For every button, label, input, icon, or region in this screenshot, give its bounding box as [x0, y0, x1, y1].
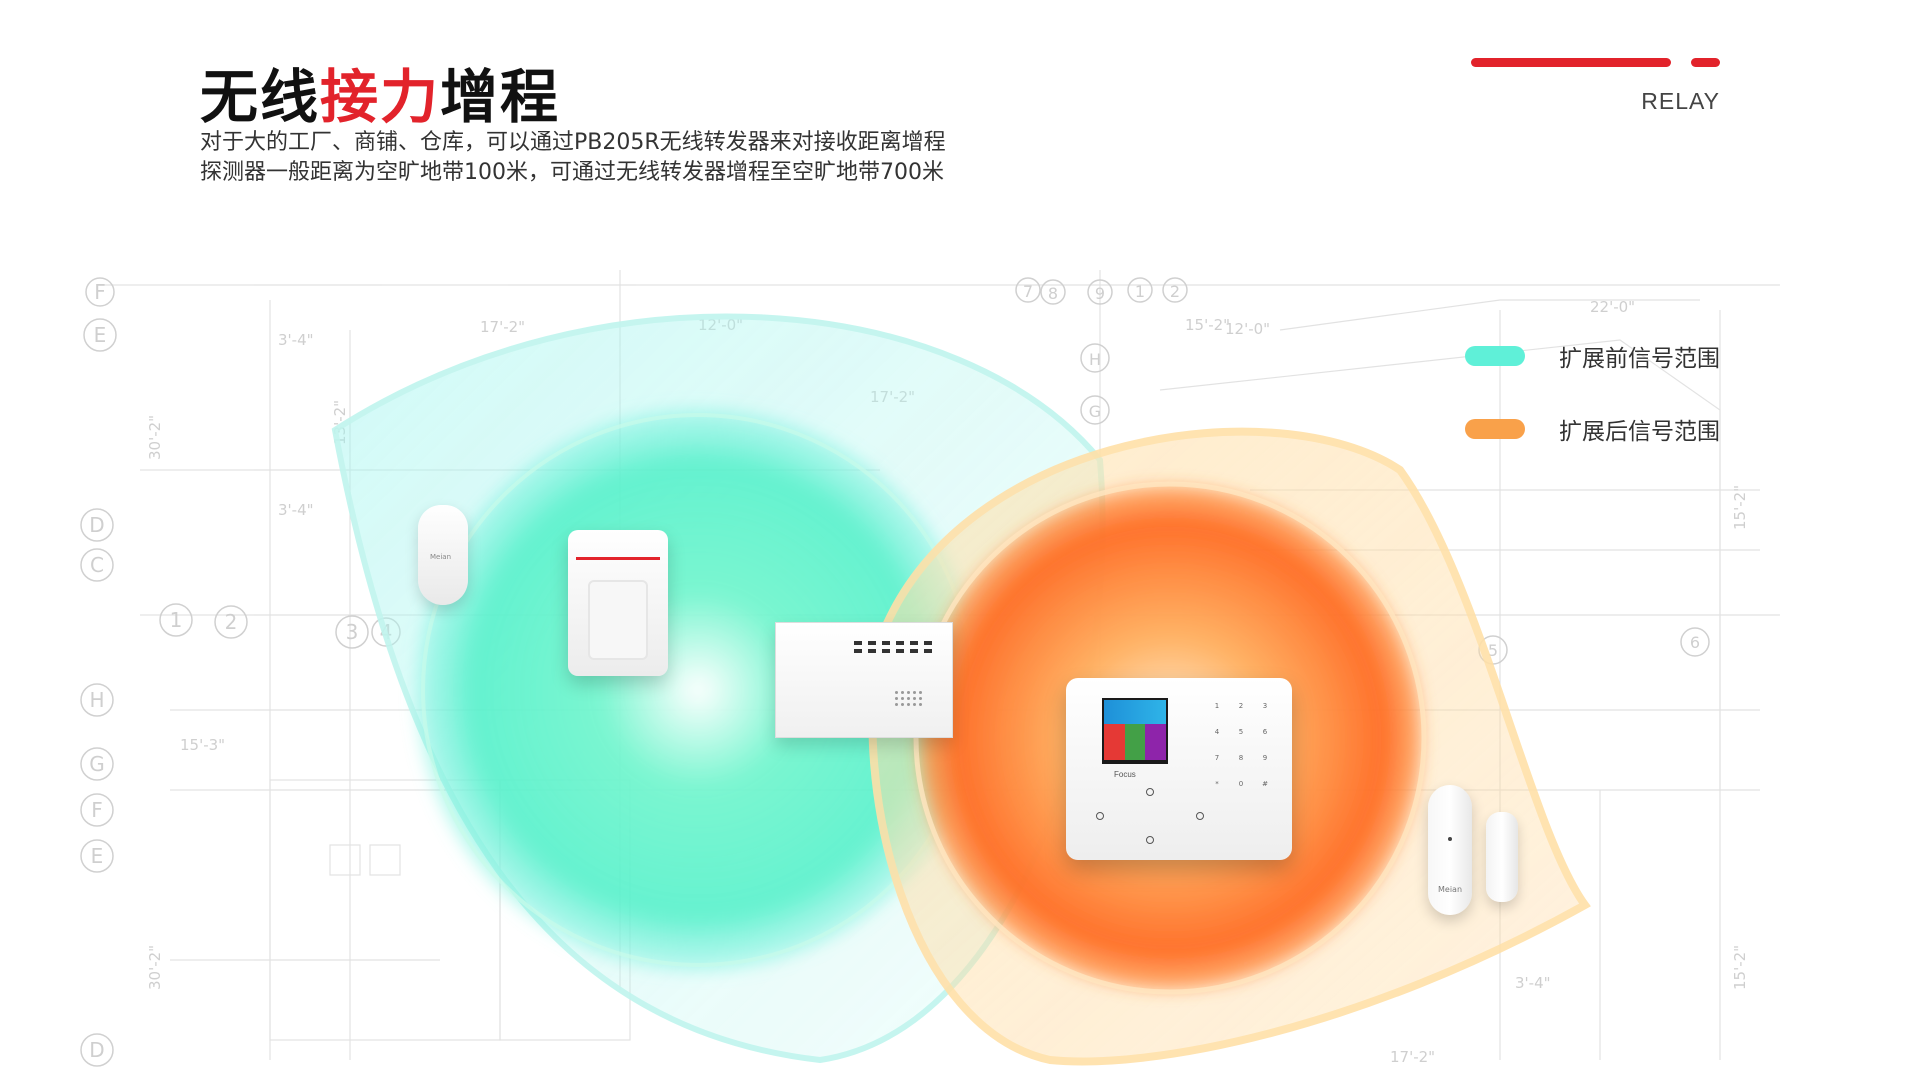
svg-text:22'-0": 22'-0": [1590, 298, 1635, 316]
svg-text:5: 5: [1488, 641, 1498, 660]
panel-nav-icons: [1096, 788, 1206, 844]
svg-text:3'-4": 3'-4": [278, 331, 314, 349]
description-line-1: 对于大的工厂、商铺、仓库，可以通过PB205R无线转发器来对接收距离增程: [200, 130, 946, 155]
svg-text:2: 2: [1170, 282, 1180, 301]
decor-bar-short: [1691, 58, 1720, 67]
pir-sensor-small: Meian: [418, 505, 468, 605]
pir-indicator-line: [576, 557, 660, 560]
svg-text:H: H: [1089, 350, 1101, 369]
key: 9: [1262, 754, 1268, 762]
panel-screen: [1102, 698, 1168, 764]
description-line-2: 探测器一般距离为空旷地带100米，可通过无线转发器增程至空旷地带700米: [200, 160, 944, 185]
svg-text:15'-2": 15'-2": [1731, 485, 1749, 530]
panel-brand: Focus: [1114, 770, 1136, 779]
legend-label-after: 扩展后信号范围: [1559, 419, 1720, 445]
key: 4: [1214, 728, 1220, 736]
key: 1: [1214, 702, 1220, 710]
svg-text:30'-2": 30'-2": [146, 415, 164, 460]
legend-item-after: 扩展后信号范围: [1465, 411, 1720, 447]
key: *: [1215, 780, 1219, 788]
svg-text:8: 8: [1048, 284, 1058, 303]
relay-led-row: [854, 641, 932, 653]
svg-text:15'-2": 15'-2": [1731, 945, 1749, 990]
legend: 扩展前信号范围 扩展后信号范围: [1465, 338, 1720, 484]
svg-text:C: C: [90, 553, 104, 577]
svg-text:15'-3": 15'-3": [180, 736, 225, 754]
svg-text:D: D: [89, 513, 104, 537]
door-sensor-magnet: [1486, 812, 1518, 902]
key: 6: [1262, 728, 1268, 736]
title-prefix: 无线: [200, 63, 321, 131]
page-title: 无线接力增程: [200, 50, 560, 134]
svg-text:30'-2": 30'-2": [146, 945, 164, 990]
svg-text:1: 1: [170, 608, 183, 632]
svg-text:3'-4": 3'-4": [1515, 974, 1551, 992]
key: 0: [1238, 780, 1244, 788]
legend-item-before: 扩展前信号范围: [1465, 338, 1720, 374]
key: 7: [1214, 754, 1220, 762]
description: 对于大的工厂、商铺、仓库，可以通过PB205R无线转发器来对接收距离增程 探测器…: [200, 128, 946, 188]
svg-text:G: G: [89, 752, 105, 776]
section-tag: RELAY: [1641, 88, 1720, 114]
svg-text:17'-2": 17'-2": [480, 318, 525, 336]
key: 3: [1262, 702, 1268, 710]
key: 5: [1238, 728, 1244, 736]
svg-text:D: D: [89, 1038, 104, 1062]
key: 2: [1238, 702, 1244, 710]
decor-bar-long: [1471, 58, 1671, 67]
svg-text:3: 3: [346, 620, 359, 644]
svg-text:2: 2: [225, 610, 238, 634]
legend-swatch-cyan: [1465, 346, 1525, 366]
svg-text:F: F: [91, 798, 103, 822]
key: 8: [1238, 754, 1244, 762]
svg-text:G: G: [1089, 402, 1101, 421]
panel-keypad: 1 2 3 4 5 6 7 8 9 * 0 #: [1212, 702, 1270, 788]
svg-text:E: E: [91, 844, 104, 868]
pir-sensor-large: [568, 530, 668, 676]
pir-small-brand: Meian: [430, 553, 452, 561]
svg-text:1: 1: [1135, 282, 1145, 301]
door-sensor-led: [1448, 837, 1452, 841]
svg-text:E: E: [94, 323, 107, 347]
title-highlight: 接力: [320, 63, 441, 131]
legend-swatch-orange: [1465, 419, 1525, 439]
alarm-control-panel: Focus 1 2 3 4 5 6 7 8 9 * 0 #: [1066, 678, 1292, 860]
key: #: [1262, 780, 1268, 788]
svg-text:9: 9: [1095, 284, 1105, 303]
svg-text:7: 7: [1023, 282, 1033, 301]
svg-text:6: 6: [1690, 633, 1700, 652]
door-sensor-main: Meian: [1428, 785, 1472, 915]
door-sensor-brand: Meian: [1438, 885, 1463, 894]
legend-label-before: 扩展前信号范围: [1559, 346, 1720, 372]
relay-speaker-grill: [895, 691, 922, 706]
svg-text:H: H: [89, 688, 104, 712]
title-suffix: 增程: [440, 63, 561, 131]
svg-text:17'-2": 17'-2": [1390, 1048, 1435, 1066]
svg-text:12'-0": 12'-0": [1225, 320, 1270, 338]
pir-lens: [588, 580, 648, 660]
wireless-relay-device: [775, 622, 953, 738]
svg-text:F: F: [94, 280, 106, 304]
svg-text:15'-2": 15'-2": [1185, 316, 1230, 334]
svg-text:3'-4": 3'-4": [278, 501, 314, 519]
